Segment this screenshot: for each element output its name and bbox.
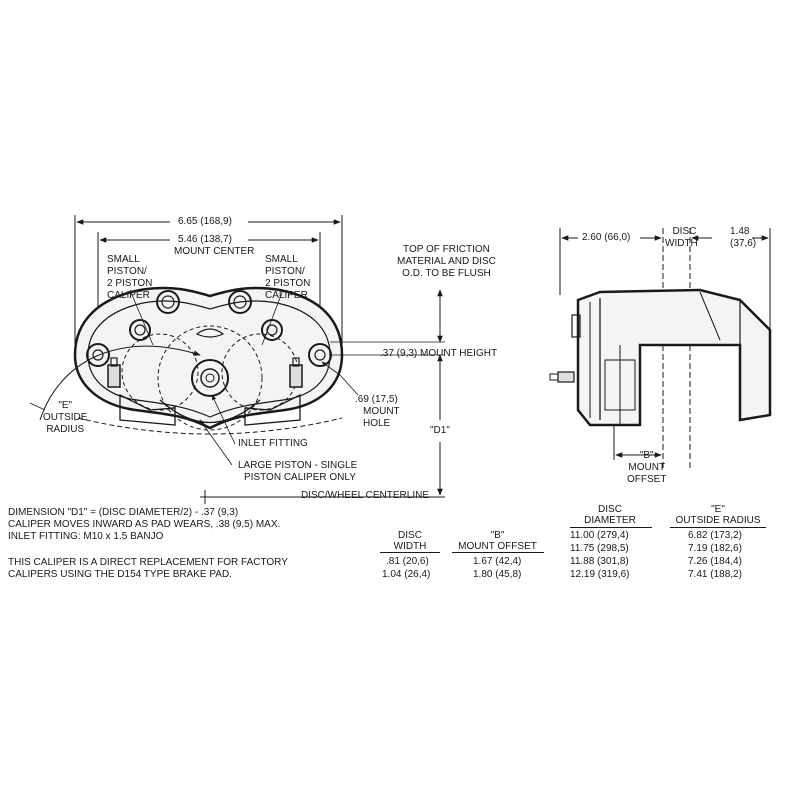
bolt-boss xyxy=(261,319,283,341)
bleeder-left xyxy=(107,364,121,388)
large-piston-callout: LARGE PISTON - SINGLE PISTON CALIPER ONL… xyxy=(238,460,358,483)
overall-width-label: 6.65 (168,9) xyxy=(178,216,232,227)
e-radius-callout: "E" OUTSIDE RADIUS xyxy=(43,400,88,435)
table-cell: .81 (20,6) xyxy=(386,556,429,567)
table-cell: 11.00 (279,4) xyxy=(570,530,629,541)
table-cell: 1.80 (45,8) xyxy=(473,569,522,580)
table-cell: 1.04 (26,4) xyxy=(382,569,431,580)
disc-outline xyxy=(77,417,343,435)
table-cell: 7.26 (184,4) xyxy=(688,556,742,567)
disc-width-label: DISC WIDTH xyxy=(665,226,698,249)
dimension-notes: DIMENSION "D1" = (DISC DIAMETER/2) - .37… xyxy=(8,507,281,542)
small-piston-left-callout: SMALL PISTON/ 2 PISTON CALIPER xyxy=(107,254,153,301)
b-mount-offset-label: "B" MOUNT OFFSET xyxy=(627,450,667,485)
inlet-fitting xyxy=(191,359,229,397)
table-cell: 11.88 (301,8) xyxy=(570,556,629,567)
e-radius-arc xyxy=(39,345,201,421)
disc-width-table: DISC WIDTH "B" MOUNT OFFSET .81 (20,6) 1… xyxy=(370,530,550,590)
side-bleeder xyxy=(557,371,575,383)
table-header: "B" MOUNT OFFSET xyxy=(458,530,537,552)
mount-center-label: MOUNT CENTER xyxy=(174,246,255,257)
table-cell: 6.82 (173,2) xyxy=(688,530,742,541)
mount-hole-left xyxy=(86,343,110,367)
logo-mark xyxy=(195,328,225,338)
disc-diameter-table: DISC DIAMETER "E" OUTSIDE RADIUS 11.00 (… xyxy=(568,504,768,594)
mount-height-label: .37 (9,3) MOUNT HEIGHT xyxy=(380,348,498,359)
table-cell: 11.75 (298,5) xyxy=(570,543,629,554)
replacement-notes: THIS CALIPER IS A DIRECT REPLACEMENT FOR… xyxy=(8,557,288,580)
small-piston-left xyxy=(121,333,199,411)
centerline-label: DISC/WHEEL CENTERLINE xyxy=(301,490,429,501)
side-caliper-body xyxy=(576,288,772,427)
mount-hole-callout: .69 (17,5) MOUNT HOLE xyxy=(355,394,400,429)
mount-center-value: 5.46 (138,7) xyxy=(178,234,232,245)
table-cell: 7.19 (182,6) xyxy=(688,543,742,554)
bleeder-right xyxy=(289,364,303,388)
large-piston xyxy=(157,325,263,431)
side-offset-label: 1.48 (37,6) xyxy=(730,226,757,249)
d1-label: "D1" xyxy=(430,425,450,436)
front-view xyxy=(29,215,445,504)
table-cell: 1.67 (42,4) xyxy=(473,556,522,567)
small-piston-right-callout: SMALL PISTON/ 2 PISTON CALIPER xyxy=(265,254,311,301)
table-header: "E" OUTSIDE RADIUS xyxy=(675,504,761,526)
top-friction-callout: TOP OF FRICTION MATERIAL AND DISC O.D. T… xyxy=(397,244,496,279)
table-header: DISC DIAMETER xyxy=(584,504,636,526)
table-cell: 12.19 (319,6) xyxy=(570,569,630,580)
bolt-boss xyxy=(156,290,180,314)
bolt-boss xyxy=(228,290,252,314)
table-cell: 7.41 (188,2) xyxy=(688,569,742,580)
inlet-fitting-callout: INLET FITTING xyxy=(238,438,308,449)
side-view xyxy=(549,228,772,470)
table-header: DISC WIDTH xyxy=(393,530,427,552)
side-width-label: 2.60 (66,0) xyxy=(582,232,631,243)
